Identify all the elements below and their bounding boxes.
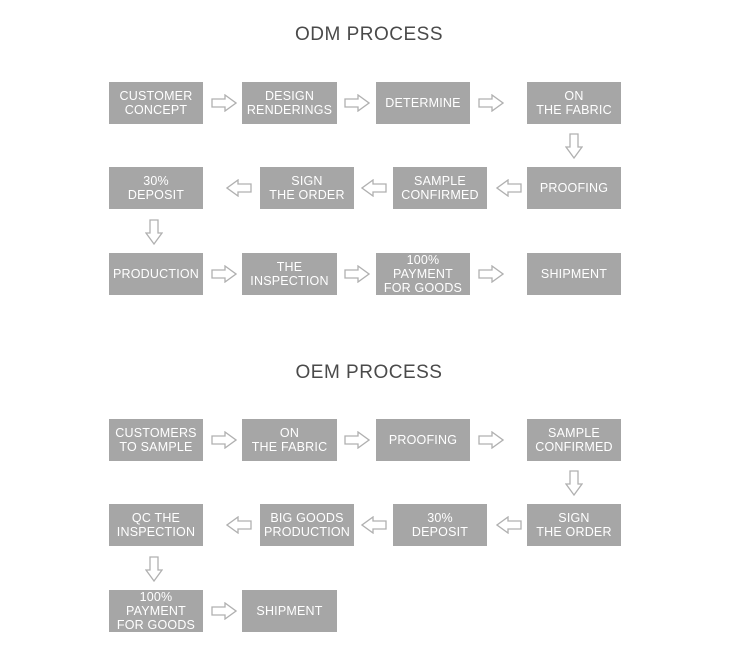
oem-step-shipment: SHIPMENT bbox=[242, 590, 337, 632]
oem-step-payment-for-goods: 100% PAYMENT FOR GOODS bbox=[109, 590, 203, 632]
right-arrow-icon bbox=[478, 265, 504, 283]
odm-step-production: PRODUCTION bbox=[109, 253, 203, 295]
oem-step-qc-the-inspection: QC THE INSPECTION bbox=[109, 504, 203, 546]
right-arrow-icon bbox=[211, 602, 237, 620]
odm-step-proofing: PROOFING bbox=[527, 167, 621, 209]
oem-step-sign-the-order: SIGN THE ORDER bbox=[527, 504, 621, 546]
odm-step-determine: DETERMINE bbox=[376, 82, 470, 124]
odm-step-customer-concept: CUSTOMER CONCEPT bbox=[109, 82, 203, 124]
right-arrow-icon bbox=[211, 94, 237, 112]
odm-step-the-inspection: THE INSPECTION bbox=[242, 253, 337, 295]
left-arrow-icon bbox=[226, 179, 252, 197]
down-arrow-icon bbox=[565, 133, 583, 159]
right-arrow-icon bbox=[344, 431, 370, 449]
oem-step-proofing: PROOFING bbox=[376, 419, 470, 461]
down-arrow-icon bbox=[145, 556, 163, 582]
oem-step-on-the-fabric: ON THE FABRIC bbox=[242, 419, 337, 461]
odm-step-sample-confirmed: SAMPLE CONFIRMED bbox=[393, 167, 487, 209]
left-arrow-icon bbox=[226, 516, 252, 534]
left-arrow-icon bbox=[496, 179, 522, 197]
right-arrow-icon bbox=[344, 265, 370, 283]
odm-process-title: ODM PROCESS bbox=[294, 24, 444, 45]
oem-step-sample-confirmed: SAMPLE CONFIRMED bbox=[527, 419, 621, 461]
right-arrow-icon bbox=[211, 431, 237, 449]
odm-step-design-renderings: DESIGN RENDERINGS bbox=[242, 82, 337, 124]
right-arrow-icon bbox=[478, 431, 504, 449]
right-arrow-icon bbox=[344, 94, 370, 112]
down-arrow-icon bbox=[565, 470, 583, 496]
left-arrow-icon bbox=[361, 516, 387, 534]
odm-step-on-the-fabric: ON THE FABRIC bbox=[527, 82, 621, 124]
right-arrow-icon bbox=[478, 94, 504, 112]
oem-step-big-goods-production: BIG GOODS PRODUCTION bbox=[260, 504, 354, 546]
right-arrow-icon bbox=[211, 265, 237, 283]
oem-step-customers-to-sample: CUSTOMERS TO SAMPLE bbox=[109, 419, 203, 461]
oem-step-deposit: 30% DEPOSIT bbox=[393, 504, 487, 546]
down-arrow-icon bbox=[145, 219, 163, 245]
left-arrow-icon bbox=[496, 516, 522, 534]
odm-step-payment-for-goods: 100% PAYMENT FOR GOODS bbox=[376, 253, 470, 295]
left-arrow-icon bbox=[361, 179, 387, 197]
odm-step-deposit: 30% DEPOSIT bbox=[109, 167, 203, 209]
odm-step-sign-the-order: SIGN THE ORDER bbox=[260, 167, 354, 209]
odm-step-shipment: SHIPMENT bbox=[527, 253, 621, 295]
oem-process-title: OEM PROCESS bbox=[295, 362, 443, 383]
